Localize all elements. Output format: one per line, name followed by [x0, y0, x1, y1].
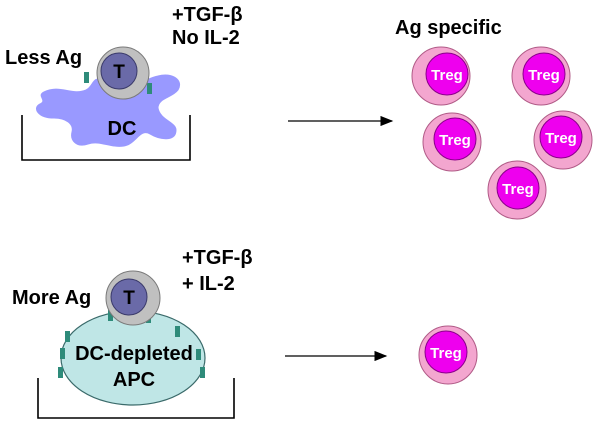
apc-label-line1: DC-depleted	[75, 343, 193, 365]
bottom-receptor	[175, 326, 180, 337]
top-receptor	[84, 72, 89, 83]
treg-cell: Treg	[511, 46, 571, 106]
treg-cell: Treg	[411, 46, 471, 106]
treg-label: Treg	[528, 67, 560, 84]
ag-specific-label: Ag specific	[395, 17, 502, 39]
top-culture-dish	[21, 115, 191, 161]
bottom-condition-il2: + IL-2	[182, 273, 235, 295]
bottom-receptor	[58, 367, 63, 378]
bottom-receptor	[108, 310, 113, 321]
bottom-receptor	[196, 349, 201, 360]
treg-label: Treg	[439, 132, 471, 149]
top-receptor	[147, 83, 152, 94]
treg-cell: Treg	[418, 325, 478, 385]
bottom-culture-dish	[37, 378, 235, 419]
top-t-cell-label: T	[113, 62, 125, 83]
bottom-receptor	[60, 348, 65, 359]
treg-label: Treg	[545, 130, 577, 147]
dc-label: DC	[108, 118, 137, 140]
top-condition-il2: No IL-2	[172, 27, 240, 49]
bottom-condition-tgf: +TGF-β	[182, 247, 253, 269]
bottom-receptor	[200, 367, 205, 378]
treg-label: Treg	[431, 67, 463, 84]
less-ag-label: Less Ag	[5, 47, 82, 69]
more-ag-label: More Ag	[12, 287, 91, 309]
top-condition-tgf: +TGF-β	[172, 4, 243, 26]
treg-cell: Treg	[533, 110, 593, 170]
bottom-receptor	[65, 331, 70, 342]
bottom-panel: T DC-depleted APC More Ag +TGF-β + IL-2 …	[12, 247, 478, 419]
top-panel: T DC Less Ag +TGF-β No IL-2 Ag specific …	[5, 4, 593, 220]
treg-cell: Treg	[487, 160, 547, 220]
treg-cell: Treg	[422, 112, 482, 172]
treg-label: Treg	[430, 345, 462, 362]
bottom-t-cell	[110, 278, 148, 316]
treg-label: Treg	[502, 181, 534, 198]
bottom-t-cell-label: T	[123, 288, 135, 309]
top-t-cell	[100, 52, 138, 90]
apc-label-line2: APC	[113, 369, 155, 391]
